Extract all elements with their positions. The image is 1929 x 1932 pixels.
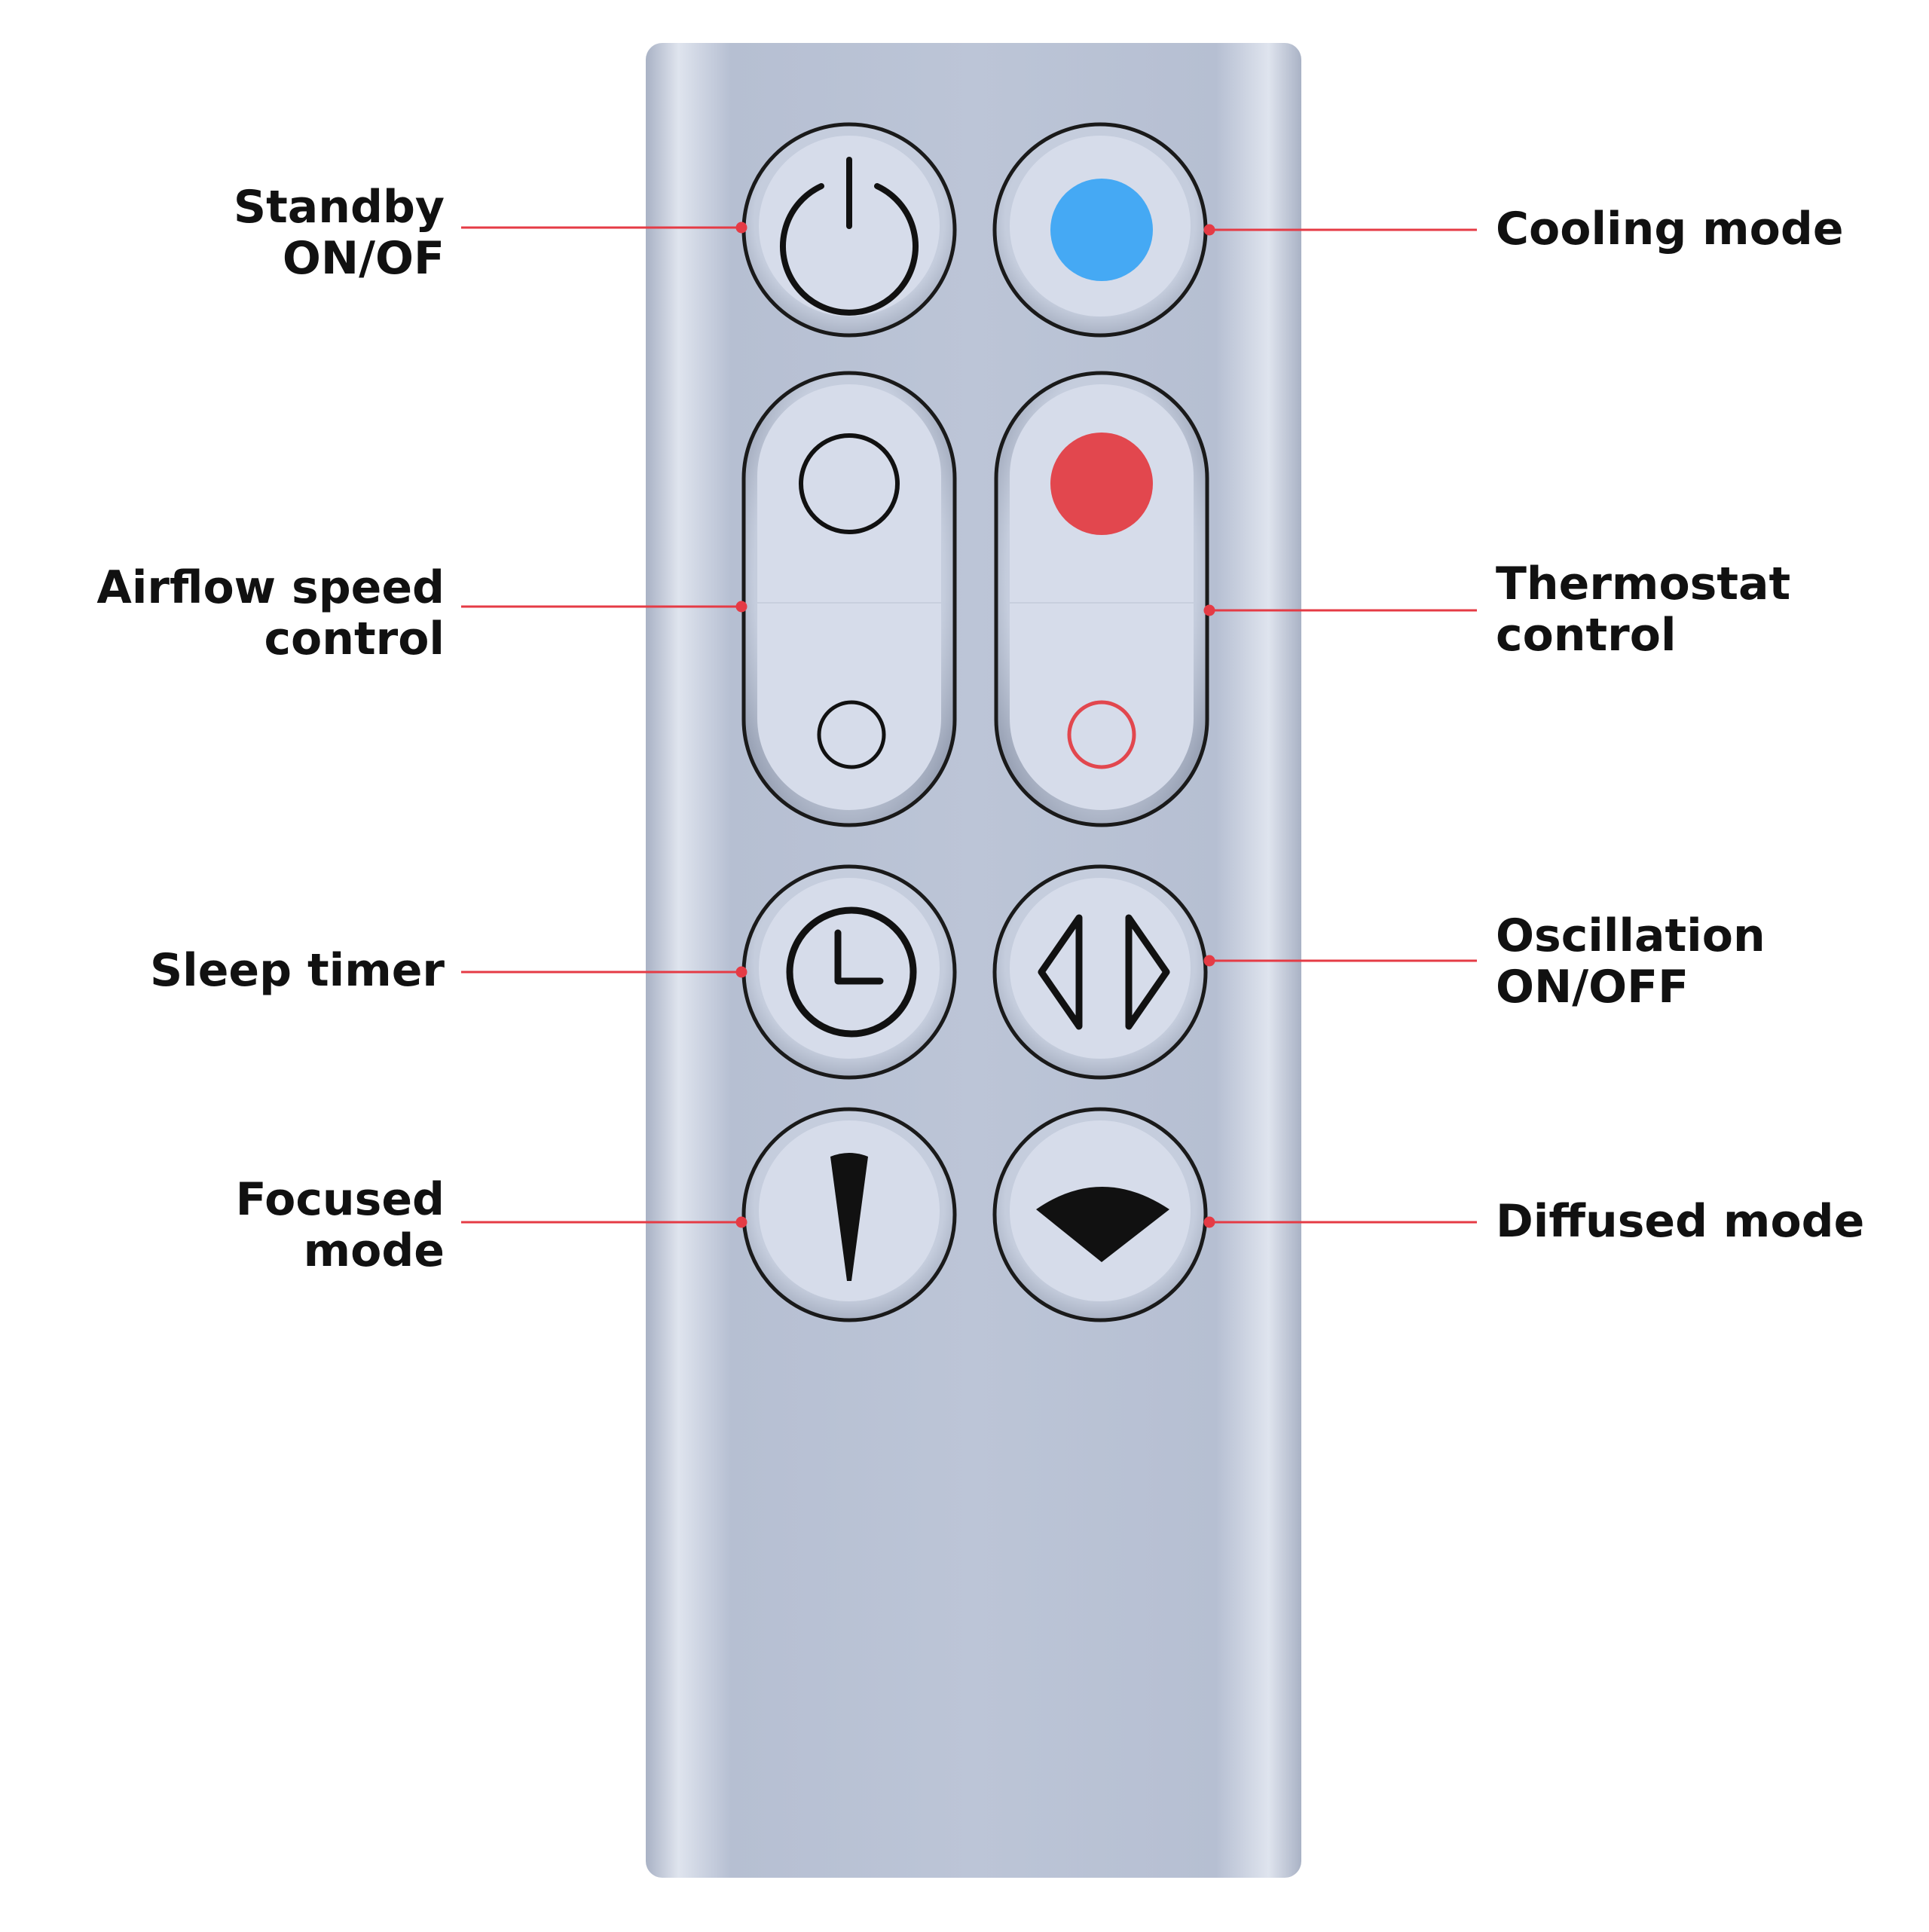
focused-label-line1: Focused <box>236 1173 445 1226</box>
standby-label-line2: ON/OF <box>283 232 445 285</box>
power-icon <box>780 157 919 316</box>
oscillation-label-line2: ON/OFF <box>1496 961 1689 1013</box>
standby-label-line1: Standby <box>234 181 445 234</box>
airflow-label-line1: Airflow speed <box>96 561 445 614</box>
oscillation-button[interactable] <box>992 864 1208 1080</box>
thermostat-label-line2: control <box>1496 609 1677 662</box>
focused-label-line2: mode <box>304 1224 445 1277</box>
diffused-label: Diffused mode <box>1496 1195 1864 1248</box>
diffused-mode-button[interactable] <box>992 1107 1208 1322</box>
large-circle-icon <box>799 433 900 534</box>
blue-dot-icon <box>1050 179 1153 281</box>
sleep-label: Sleep timer <box>150 944 445 997</box>
thermostat-leader-dot <box>1203 604 1215 616</box>
diffused-leader-dot <box>1203 1216 1215 1228</box>
red-ring-icon <box>1067 700 1136 769</box>
cooling-leader-dot <box>1203 224 1215 236</box>
diffused-fan-icon <box>1036 1187 1169 1262</box>
cooling-label: Cooling mode <box>1496 203 1844 255</box>
left-right-arrows-icon <box>1038 914 1170 1030</box>
thermostat-label-line1: Thermostat <box>1496 558 1790 610</box>
small-circle-icon <box>817 700 886 769</box>
airflow-label-line2: control <box>264 613 445 665</box>
airflow-leader-dot <box>735 601 747 613</box>
oscillation-label-line1: Oscillation <box>1496 909 1765 962</box>
standby-leader-dot <box>735 222 747 234</box>
red-dot-icon <box>1050 433 1153 535</box>
thermostat-button[interactable] <box>994 371 1209 827</box>
sleep-leader-dot <box>735 966 747 978</box>
clock-icon <box>786 906 917 1038</box>
airflow-speed-button[interactable] <box>741 371 957 827</box>
focused-beam-icon <box>830 1153 868 1281</box>
focused-leader-dot <box>735 1216 747 1228</box>
sleep-timer-button[interactable] <box>741 864 957 1080</box>
oscillation-leader-dot <box>1203 955 1215 967</box>
focused-mode-button[interactable] <box>741 1107 957 1322</box>
standby-button[interactable] <box>741 122 957 338</box>
cooling-mode-button[interactable] <box>992 122 1208 338</box>
